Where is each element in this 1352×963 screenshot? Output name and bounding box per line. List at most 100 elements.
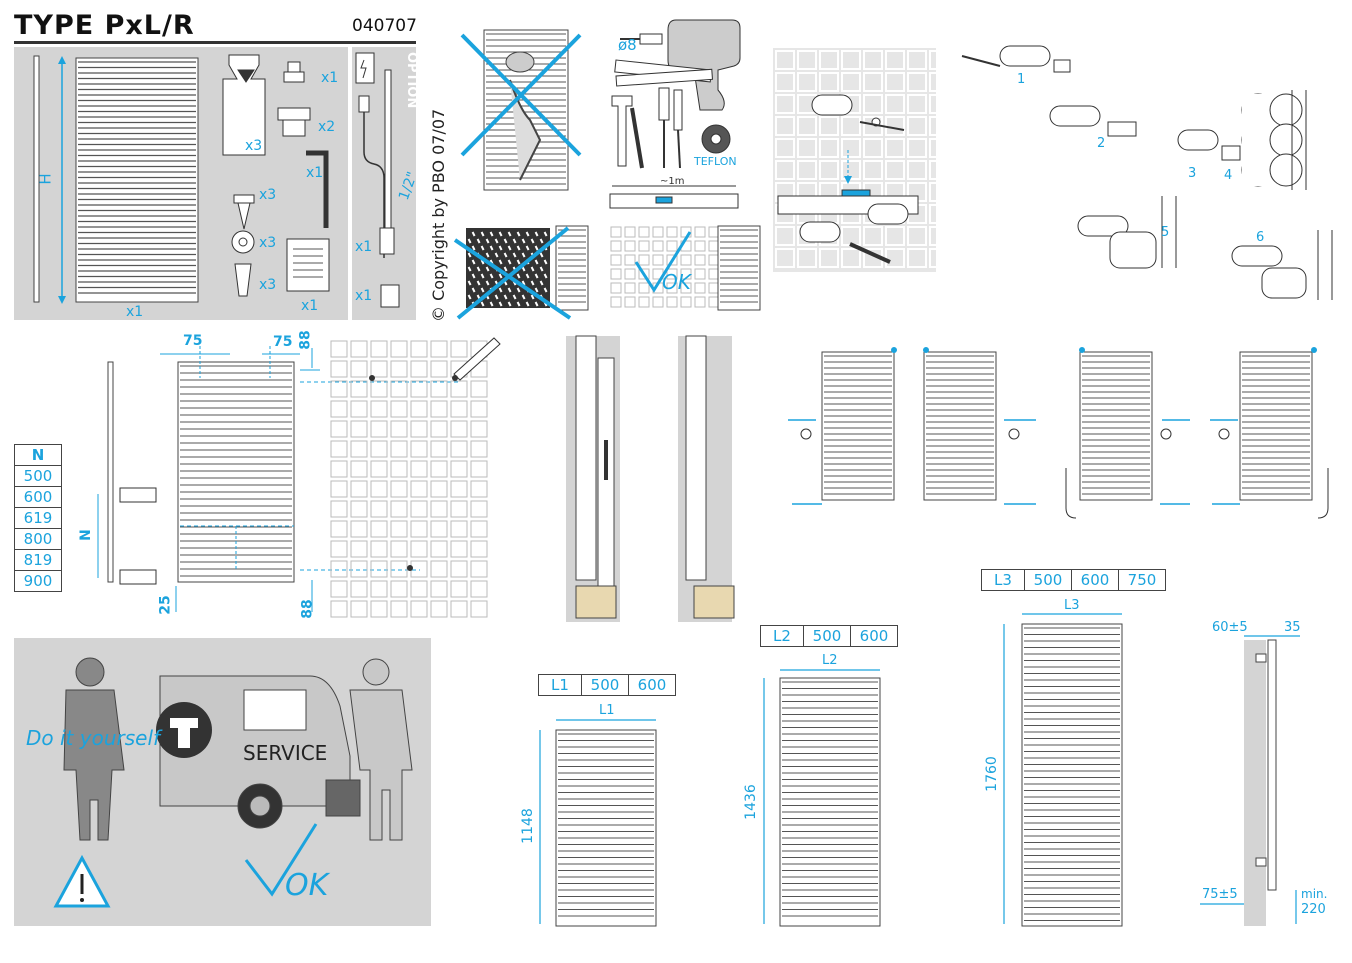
tile: [330, 480, 348, 498]
tile: [430, 340, 448, 358]
brick: [507, 259, 512, 265]
brick: [489, 273, 494, 279]
brick: [516, 245, 521, 251]
l1-height-label: 1148: [519, 808, 536, 844]
brick: [494, 252, 499, 258]
tile: [624, 226, 636, 238]
valve-badge-icon: [156, 702, 212, 758]
diy-label: Do it yourself: [26, 726, 161, 750]
dim-75-right: 75: [273, 334, 293, 350]
brick: [480, 259, 485, 265]
tile: [666, 240, 678, 252]
tile: [907, 94, 927, 114]
tile: [666, 268, 678, 280]
brick: [503, 266, 508, 272]
tile: [370, 400, 388, 418]
tile: [907, 116, 927, 136]
brick: [534, 287, 539, 293]
tile: [330, 560, 348, 578]
tile: [330, 520, 348, 538]
tile: [470, 440, 488, 458]
qty-screw-label: x3: [259, 187, 277, 203]
step-3: 3: [1188, 166, 1197, 181]
brick: [498, 287, 503, 293]
brick: [489, 231, 494, 237]
tile: [450, 540, 468, 558]
tile: [907, 226, 927, 246]
tile: [350, 560, 368, 578]
tile: [410, 480, 428, 498]
n-table-cell: 800: [14, 528, 62, 550]
step-5: 5: [1161, 225, 1170, 240]
tile: [370, 340, 388, 358]
tile: [370, 380, 388, 398]
svg-text:OPTION: OPTION: [404, 52, 419, 108]
tile: [694, 240, 706, 252]
brick: [485, 280, 490, 286]
tile: [370, 480, 388, 498]
brick: [485, 238, 490, 244]
tile: [907, 138, 927, 158]
tile: [907, 248, 927, 268]
tile: [652, 254, 664, 266]
cross-icon: [460, 33, 582, 157]
tile: [470, 580, 488, 598]
tile: [390, 340, 408, 358]
tile: [390, 580, 408, 598]
tile: [370, 500, 388, 518]
heater-icon: [355, 52, 400, 308]
tile: [610, 282, 622, 294]
wrench-icon: [611, 95, 644, 169]
tile: [907, 160, 927, 180]
tile: [929, 94, 949, 114]
tile: [863, 138, 883, 158]
tile: [694, 226, 706, 238]
tile: [350, 400, 368, 418]
tile: [350, 540, 368, 558]
tile: [330, 580, 348, 598]
tile: [885, 248, 905, 268]
screw-icon: [233, 194, 255, 230]
tile: [330, 440, 348, 458]
tile: [638, 268, 650, 280]
tile: [350, 500, 368, 518]
tile: [470, 480, 488, 498]
tile: [841, 138, 861, 158]
tile: [410, 580, 428, 598]
tile: [885, 160, 905, 180]
tile: [863, 94, 883, 114]
tile: [470, 600, 488, 618]
brick: [525, 245, 530, 251]
tile: [666, 296, 678, 308]
tile: [624, 240, 636, 252]
brick: [471, 231, 476, 237]
brick: [498, 273, 503, 279]
tile: [841, 248, 861, 268]
brick: [485, 252, 490, 258]
tile: [863, 226, 883, 246]
tile: [410, 440, 428, 458]
brick: [471, 245, 476, 251]
brick: [543, 231, 548, 237]
tile: [410, 420, 428, 438]
tile: [430, 560, 448, 578]
tile: [410, 540, 428, 558]
level-icon: [609, 193, 739, 209]
tile: [370, 360, 388, 378]
valve-cover-icon: [222, 54, 266, 156]
tile: [775, 138, 795, 158]
tile: [450, 460, 468, 478]
brick: [534, 245, 539, 251]
tile: [390, 520, 408, 538]
tile: [430, 400, 448, 418]
tile: [330, 360, 348, 378]
brick: [494, 238, 499, 244]
brick: [480, 231, 485, 237]
tile: [410, 500, 428, 518]
tile: [370, 460, 388, 478]
tile: [638, 296, 650, 308]
brick: [525, 273, 530, 279]
brick: [516, 301, 521, 307]
tile: [450, 600, 468, 618]
